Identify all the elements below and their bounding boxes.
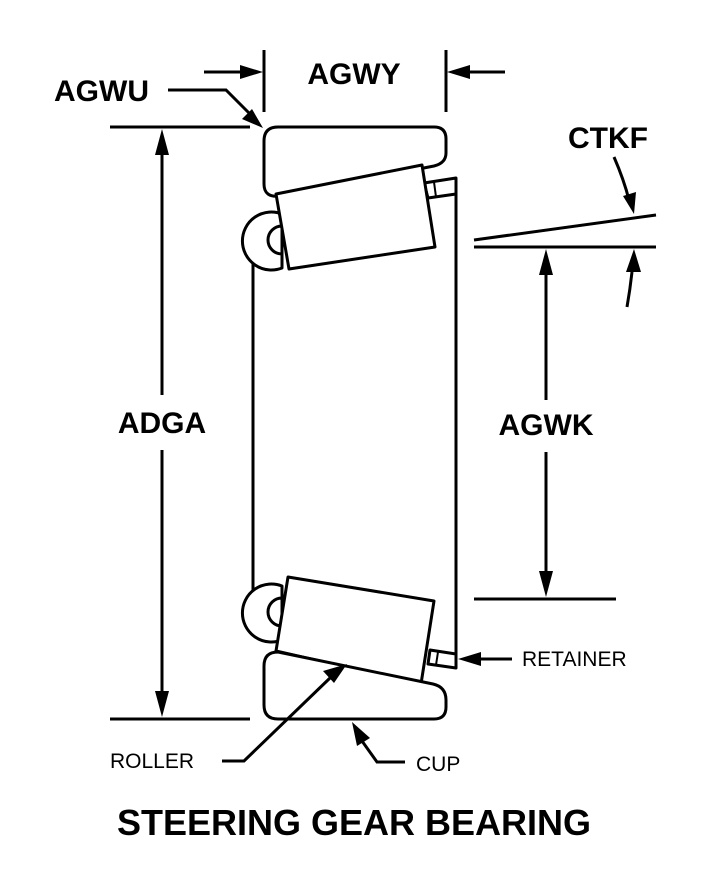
cage-ring-top <box>240 210 284 272</box>
ctkf-label: CTKF <box>568 122 648 155</box>
roller-label: ROLLER <box>110 750 194 773</box>
cup-bottom <box>262 650 448 721</box>
agwk-label: AGWK <box>499 409 594 442</box>
adga-label: ADGA <box>118 407 206 440</box>
cup-leader <box>352 722 405 764</box>
roller-top <box>274 163 437 271</box>
ctkf-angle <box>473 156 657 308</box>
cup-top <box>262 125 448 198</box>
roller-leader <box>222 664 347 763</box>
agwu-leader <box>168 88 263 128</box>
agwy-label: AGWY <box>307 58 400 91</box>
cage-ring-bottom <box>240 582 284 644</box>
cone-frame <box>251 180 458 668</box>
diagram-title: STEERING GEAR BEARING <box>117 802 591 843</box>
retainer-tab-bottom <box>426 648 458 670</box>
agwu-label: AGWU <box>54 75 149 108</box>
retainer-tab-top <box>422 176 458 200</box>
cup-label: CUP <box>416 753 460 776</box>
agwy-dimension <box>204 50 505 112</box>
retainer-label: RETAINER <box>522 648 627 671</box>
retainer-leader <box>458 652 512 666</box>
adga-dimension <box>110 125 250 721</box>
agwk-dimension <box>474 245 656 601</box>
